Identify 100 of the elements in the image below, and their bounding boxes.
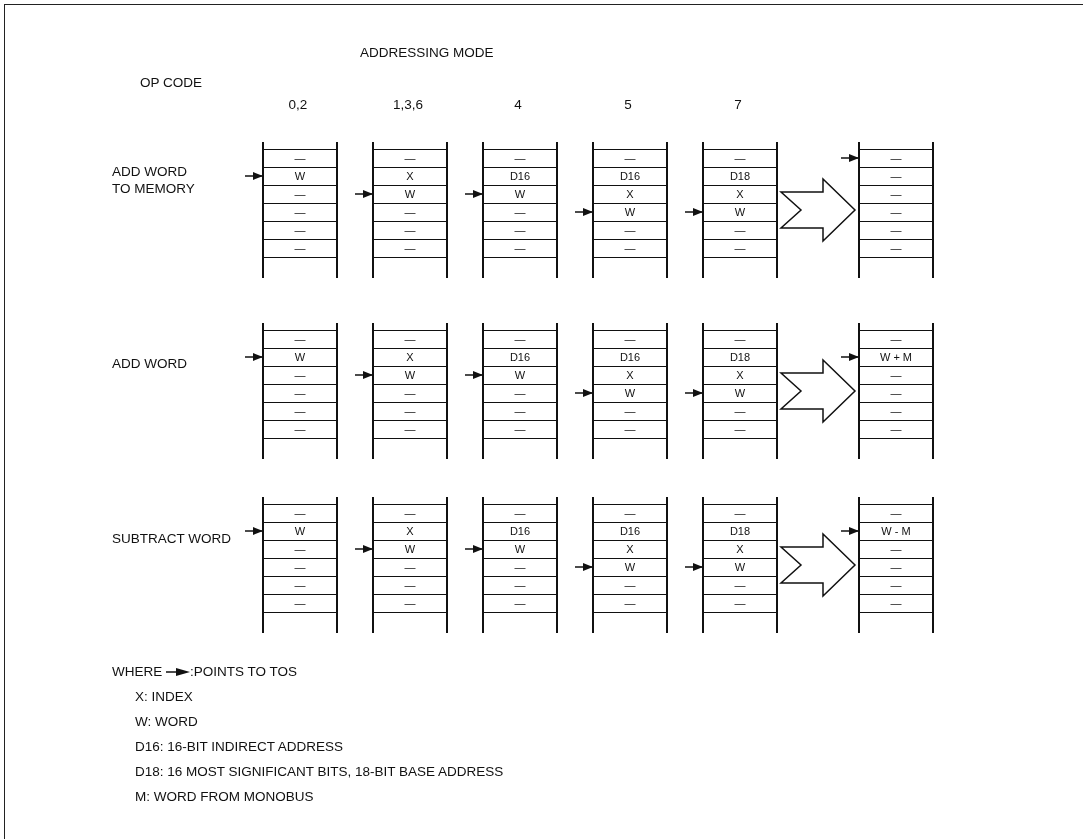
stack-entry: — xyxy=(264,366,336,384)
stack-entry: — xyxy=(704,420,776,439)
stack-entry: W xyxy=(594,203,666,221)
stack-entry: — xyxy=(860,221,932,239)
stack-entry: — xyxy=(704,221,776,239)
stack-entry: — xyxy=(264,221,336,239)
stack-entry: — xyxy=(374,558,446,576)
stack-entry: — xyxy=(594,221,666,239)
stack-entry: W xyxy=(594,558,666,576)
stack-entry: — xyxy=(484,402,556,420)
stack-entry: — xyxy=(264,558,336,576)
stack-entry: — xyxy=(484,384,556,402)
column-heading: 5 xyxy=(623,96,633,113)
stack-entry: X xyxy=(594,185,666,203)
stack-entry: X xyxy=(594,540,666,558)
stack-entry: — xyxy=(704,149,776,167)
stack-entry: — xyxy=(704,239,776,258)
stack-entry: — xyxy=(860,402,932,420)
stack-entry: W - M xyxy=(860,522,932,540)
column-heading: OP CODE xyxy=(140,74,202,91)
stack-frame xyxy=(592,497,668,633)
pointer-arrow xyxy=(244,527,264,535)
pointer-arrow xyxy=(574,208,594,216)
stack-entry: W xyxy=(704,558,776,576)
pointer-arrow xyxy=(684,563,704,571)
stack-entry: D16 xyxy=(594,348,666,366)
stack-entry: X xyxy=(704,366,776,384)
stack-frame xyxy=(858,497,934,633)
pointer-arrow xyxy=(840,527,860,535)
stack-entry: — xyxy=(860,504,932,522)
stack-entry: — xyxy=(374,203,446,221)
stack-entry: — xyxy=(264,504,336,522)
stack-entry: D16 xyxy=(594,522,666,540)
stack-entry: — xyxy=(374,239,446,258)
block-arrow xyxy=(779,358,857,424)
stack-entry: W xyxy=(374,366,446,384)
stack-entry: — xyxy=(860,330,932,348)
stack-frame xyxy=(482,497,558,633)
stack-entry: W xyxy=(264,522,336,540)
key-text: X: INDEX xyxy=(135,688,193,705)
stack-entry: — xyxy=(594,594,666,613)
stack-entry: — xyxy=(594,504,666,522)
stack-entry: X xyxy=(374,522,446,540)
stack-entry: W xyxy=(484,540,556,558)
stack-entry: — xyxy=(594,420,666,439)
stack-entry: — xyxy=(484,221,556,239)
pointer-arrow xyxy=(244,172,264,180)
stack-entry: — xyxy=(704,576,776,594)
legend-text: :POINTS TO TOS xyxy=(190,663,298,680)
stack-entry: — xyxy=(484,576,556,594)
stack-frame xyxy=(262,323,338,459)
stack-entry: — xyxy=(704,594,776,613)
stack-entry: W xyxy=(704,384,776,402)
block-arrow xyxy=(779,532,857,598)
stack-frame xyxy=(372,497,448,633)
pointer-arrow xyxy=(464,190,484,198)
stack-entry: — xyxy=(860,203,932,221)
stack-entry: — xyxy=(594,576,666,594)
stack-entry: X xyxy=(374,167,446,185)
stack-entry: — xyxy=(594,402,666,420)
stack-entry: W xyxy=(594,384,666,402)
stack-entry: — xyxy=(264,149,336,167)
stack-frame xyxy=(702,142,778,278)
stack-frame xyxy=(482,142,558,278)
pointer-arrow xyxy=(840,353,860,361)
stack-entry: — xyxy=(264,239,336,258)
stack-entry: W xyxy=(704,203,776,221)
stack-frame xyxy=(858,323,934,459)
stack-entry: D18 xyxy=(704,348,776,366)
stack-entry: — xyxy=(374,149,446,167)
pointer-arrow xyxy=(574,563,594,571)
stack-entry: D18 xyxy=(704,522,776,540)
stack-entry: — xyxy=(484,330,556,348)
stack-entry: — xyxy=(860,576,932,594)
stack-entry: — xyxy=(374,594,446,613)
column-heading: 7 xyxy=(733,96,743,113)
stack-frame xyxy=(592,323,668,459)
column-heading: 4 xyxy=(513,96,523,113)
stack-entry: — xyxy=(264,576,336,594)
stack-entry: — xyxy=(860,384,932,402)
stack-frame xyxy=(858,142,934,278)
pointer-arrow xyxy=(464,371,484,379)
block-arrow xyxy=(779,177,857,243)
column-heading: 1,3,6 xyxy=(392,96,424,113)
key-text: WHERE xyxy=(112,663,163,680)
stack-entry: — xyxy=(374,504,446,522)
pointer-arrow xyxy=(684,208,704,216)
stack-entry: — xyxy=(264,540,336,558)
stack-entry: — xyxy=(860,167,932,185)
stack-entry: D16 xyxy=(484,348,556,366)
stack-entry: D16 xyxy=(594,167,666,185)
key-text: D16: 16-BIT INDIRECT ADDRESS xyxy=(135,738,344,755)
column-heading: 0,2 xyxy=(287,96,309,113)
stack-entry: — xyxy=(484,239,556,258)
row-label: ADD WORD TO MEMORY xyxy=(112,163,196,197)
stack-entry: — xyxy=(484,594,556,613)
stack-entry: — xyxy=(860,149,932,167)
key-text: D18: 16 MOST SIGNIFICANT BITS, 18-BIT BASE ADDRESS xyxy=(135,763,504,780)
stack-entry: X xyxy=(594,366,666,384)
key-text: M: WORD FROM MONOBUS xyxy=(135,788,314,805)
